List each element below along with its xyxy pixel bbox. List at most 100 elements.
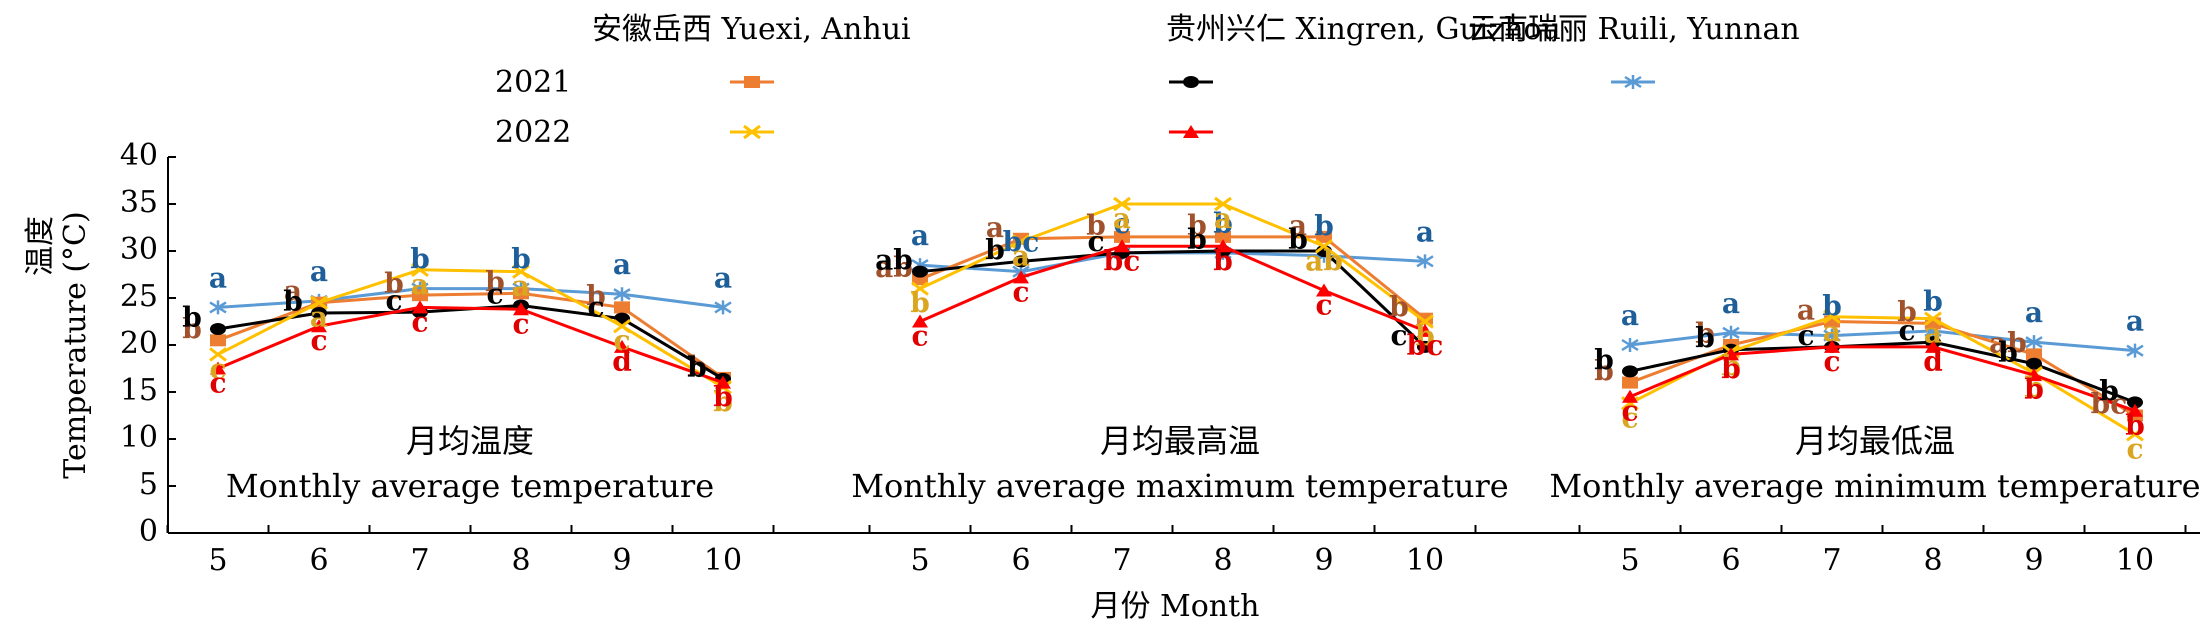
significance-label: c [209,367,226,400]
marker-square [1316,230,1332,243]
significance-label: c [1315,288,1332,321]
significance-label: c [1797,319,1814,352]
data-point [1622,389,1638,403]
marker-triangle [614,339,630,353]
significance-label: a [1722,287,1740,320]
x-tick-label: 7 [1112,543,1131,578]
marker-x [743,124,761,140]
data-point [2126,343,2144,358]
data-point [1723,347,1739,361]
marker-square [744,76,760,88]
marker-circle [210,323,226,336]
data-point [1824,339,1840,353]
significance-label: b [1923,285,1943,318]
data-point [1113,196,1131,212]
marker-circle [912,265,928,278]
marker-square [1114,230,1130,243]
significance-label: a [613,248,631,281]
significance-label: a [1797,294,1815,327]
significance-label: b [1998,336,2018,369]
y-tick-label: 0 [139,514,158,549]
marker-triangle [1114,239,1130,253]
data-point [1416,314,1434,329]
marker-triangle [1417,323,1433,337]
significance-label: c [911,320,928,353]
legend-entry-xingren_2021 [1169,76,1213,88]
significance-label: b [182,301,202,334]
data-point [2126,427,2144,442]
significance-label: d [612,345,632,378]
significance-label: b [1594,343,1614,376]
series-xingren_2022-panel-1 [912,239,1433,337]
marker-circle [1013,255,1029,268]
significance-label: c [310,324,327,357]
significance-label: a [310,255,328,288]
marker-square [1417,312,1433,325]
marker-x [911,281,929,296]
marker-x [1113,196,1131,212]
significance-label: b [1086,209,1106,242]
significance-label: b [713,385,733,418]
data-point [412,289,428,302]
marker-star [1621,338,1639,352]
data-point [1417,323,1433,337]
significance-label: b [1822,290,1842,323]
x-tick-label: 10 [2116,543,2154,578]
data-point [1315,239,1333,254]
data-point [1417,340,1433,353]
marker-triangle [210,361,226,375]
series-line [1629,329,2136,353]
data-point [1215,230,1231,243]
series-lines [209,196,2144,442]
marker-x [1214,196,1232,212]
marker-triangle [1622,389,1638,403]
significance-label: b [1314,210,1334,243]
significance-label: b [687,350,707,383]
marker-triangle [2127,403,2143,417]
significance-label: b [1721,352,1741,385]
marker-x [613,319,631,334]
significance-label: b [1288,223,1308,256]
panel-title-en-2: Monthly average minimum temperature [1549,467,2200,505]
x-tick-label: 9 [612,543,631,578]
data-point [209,300,227,315]
y-tick-label: 30 [120,232,158,267]
legend-location-2: 云南瑞丽 Ruili, Yunnan [1468,12,1800,47]
significance-label: a [1416,215,1434,248]
y-tick-label: 25 [120,279,158,314]
significance-label: b [384,267,404,300]
legend-marker [1183,125,1199,138]
data-point [1215,239,1231,253]
x-tick-label: 7 [410,543,429,578]
panel-title-cn-0: 月均温度 [406,422,534,460]
series-line [919,202,1426,323]
x-tick-label: 8 [1923,543,1942,578]
panel-title-cn-2: 月均最低温 [1795,422,1955,460]
series-line [217,291,724,380]
data-point [614,301,630,314]
significance-label: a [1823,315,1841,348]
marker-triangle [1013,270,1029,284]
significance-label: b [485,265,505,298]
significance-label: d [1923,345,1943,378]
significance-label: c [486,278,503,311]
data-point [1316,230,1332,243]
significance-label: b [1594,355,1614,388]
significance-label: b [410,243,430,276]
marker-x [1823,309,1841,324]
marker-circle [1417,340,1433,353]
x-tick-label: 5 [910,543,929,578]
x-tick-label: 6 [1011,543,1030,578]
significance-label: b [1897,295,1917,328]
data-point [1925,339,1941,353]
legend-marker [1624,75,1642,89]
data-point [209,347,227,362]
significance-label: b [1415,320,1435,353]
marker-x [1924,311,1942,326]
series-xingren_2022-panel-0 [210,300,731,389]
legend-entry-ruili_2021 [1611,75,1655,89]
marker-triangle [311,319,327,333]
data-point [1114,239,1130,253]
significance-label: b [1695,317,1715,350]
